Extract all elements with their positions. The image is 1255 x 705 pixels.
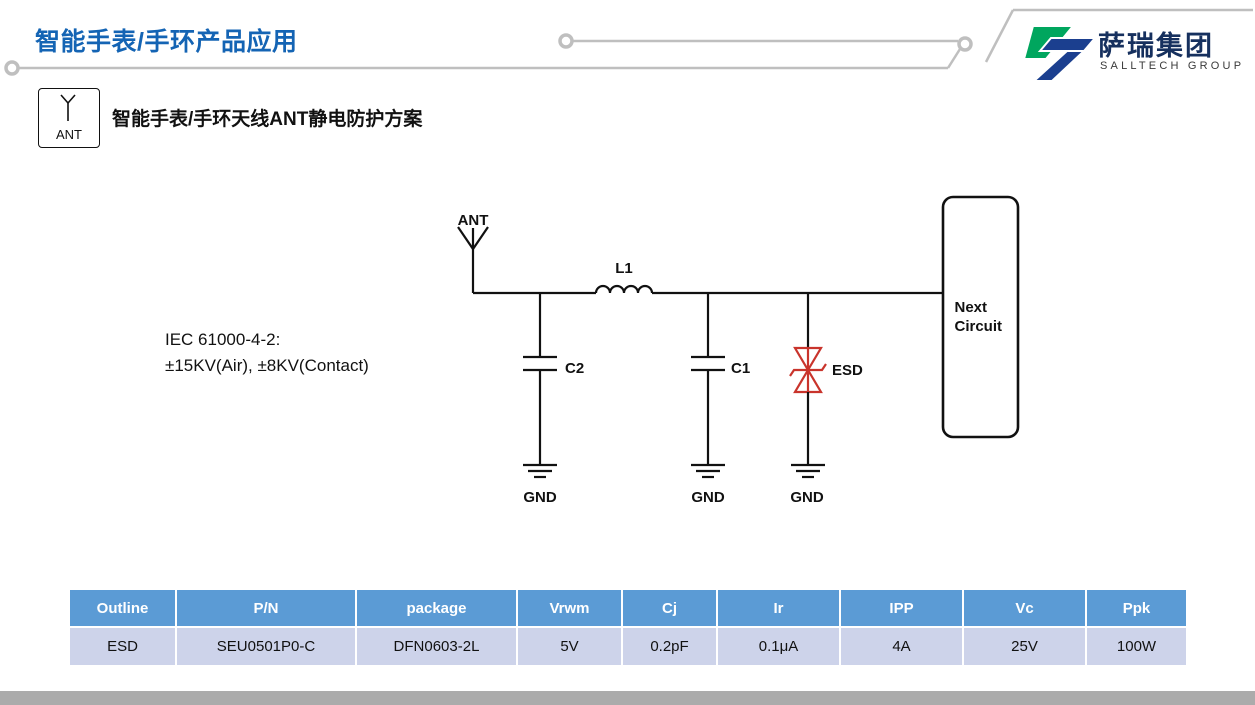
capacitor-c1-label: C1 <box>731 360 751 377</box>
antenna-symbol <box>457 226 489 293</box>
cell-ir: 0.1μA <box>716 626 841 667</box>
iec-standard-line2: ±15KV(Air), ±8KV(Contact) <box>165 356 369 375</box>
col-header-ir: Ir <box>716 588 841 628</box>
col-header-cj: Cj <box>621 588 718 628</box>
logo-company-subtitle: SALLTECH GROUP <box>1100 60 1245 72</box>
col-header-outline: Outline <box>68 588 177 628</box>
section-title: 智能手表/手环天线ANT静电防护方案 <box>112 109 423 130</box>
capacitor-c2-label: C2 <box>565 360 585 377</box>
cell-vrwm: 5V <box>516 626 623 667</box>
inductor-l1-label: L1 <box>615 260 633 277</box>
spec-table-header-row: Outline P/N package Vrwm Cj Ir IPP Vc Pp… <box>68 588 1188 628</box>
antenna-icon <box>60 94 76 121</box>
col-header-pn: P/N <box>175 588 357 628</box>
logo-company-name: 萨瑞集团 <box>1098 31 1214 61</box>
col-header-ppk: Ppk <box>1085 588 1188 628</box>
gnd-symbol-esd <box>791 463 825 479</box>
spec-table: Outline P/N package Vrwm Cj Ir IPP Vc Pp… <box>68 588 1188 667</box>
gnd-symbol-c2 <box>523 463 557 479</box>
cell-package: DFN0603-2L <box>355 626 518 667</box>
esd-label: ESD <box>832 362 863 379</box>
footer-bar <box>0 691 1255 705</box>
ant-icon-box-label: ANT <box>56 127 82 142</box>
esd-tvs-symbol <box>789 293 827 465</box>
next-circuit-label: Next Circuit <box>954 299 1003 335</box>
spec-table-data-row: ESD SEU0501P0-C DFN0603-2L 5V 0.2pF 0.1μ… <box>68 626 1188 667</box>
capacitor-c1-symbol <box>691 293 725 465</box>
gnd-label-c2: GND <box>523 489 557 506</box>
gnd-label-c1: GND <box>691 489 725 506</box>
gnd-label-esd: GND <box>790 489 824 506</box>
cell-ppk: 100W <box>1085 626 1188 667</box>
col-header-ipp: IPP <box>839 588 964 628</box>
logo-mark-icon <box>1022 25 1098 82</box>
capacitor-c2-symbol <box>523 293 557 465</box>
iec-standard-line1: IEC 61000-4-2: <box>165 330 281 349</box>
cell-pn: SEU0501P0-C <box>175 626 357 667</box>
cell-cj: 0.2pF <box>621 626 718 667</box>
gnd-symbol-c1 <box>691 463 725 479</box>
col-header-vrwm: Vrwm <box>516 588 623 628</box>
col-header-vc: Vc <box>962 588 1087 628</box>
page-title: 智能手表/手环产品应用 <box>35 28 298 56</box>
ant-icon-box: ANT <box>38 88 100 148</box>
cell-outline: ESD <box>68 626 177 667</box>
cell-vc: 25V <box>962 626 1087 667</box>
company-logo: 萨瑞集团 SALLTECH GROUP <box>1015 20 1241 82</box>
ant-label: ANT <box>457 212 489 229</box>
iec-standard-text: IEC 61000-4-2: ±15KV(Air), ±8KV(Contact) <box>165 327 369 379</box>
inductor-l1-symbol <box>594 284 654 294</box>
cell-ipp: 4A <box>839 626 964 667</box>
col-header-package: package <box>355 588 518 628</box>
